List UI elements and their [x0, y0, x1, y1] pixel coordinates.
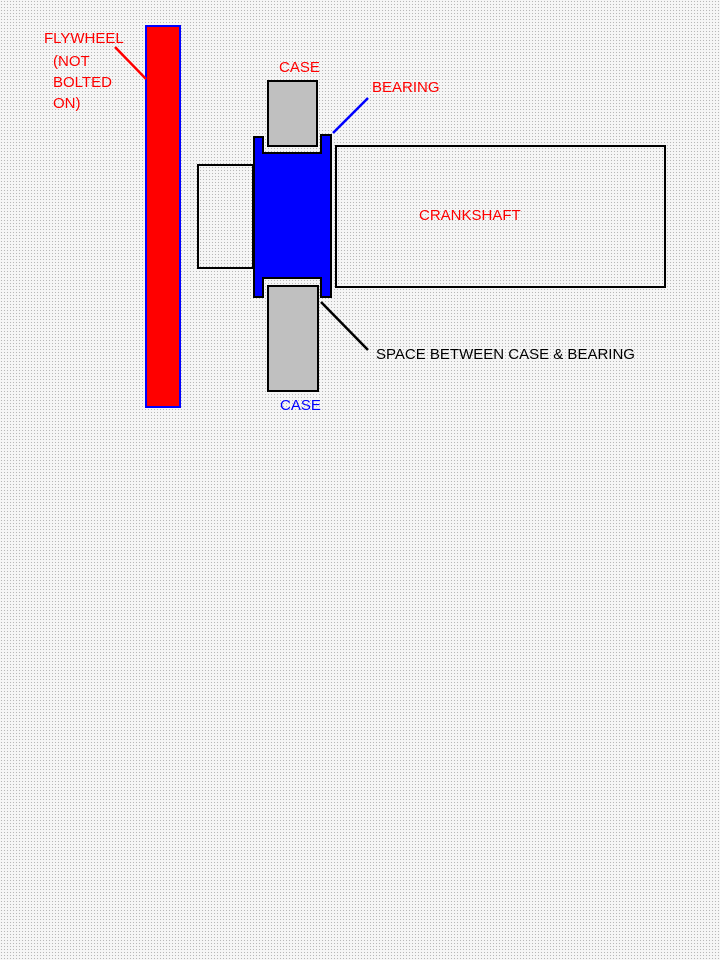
flywheel-label-line3: BOLTED	[53, 74, 112, 91]
case-bottom-label: CASE	[280, 397, 321, 414]
case-top	[267, 80, 318, 147]
flywheel	[145, 25, 181, 408]
case-bottom	[267, 285, 319, 392]
case-top-label: CASE	[279, 59, 320, 76]
bearing-label: BEARING	[372, 79, 440, 96]
crankshaft-label: CRANKSHAFT	[419, 207, 521, 224]
crankshaft	[335, 145, 666, 288]
flywheel-label-line4: ON)	[53, 95, 81, 112]
space-leader-line	[320, 301, 369, 351]
space-label: SPACE BETWEEN CASE & BEARING	[376, 346, 635, 363]
flywheel-label-line2: (NOT	[53, 53, 90, 70]
bearing-body	[262, 152, 322, 279]
shaft-stub	[197, 164, 255, 269]
flywheel-leader-line	[114, 46, 147, 80]
flywheel-label-line1: FLYWHEEL	[44, 30, 124, 47]
bearing-leader-line	[332, 97, 369, 134]
